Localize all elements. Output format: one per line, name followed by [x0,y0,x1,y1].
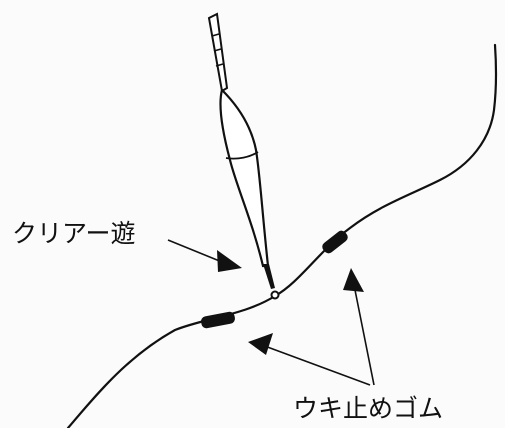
label-float-stopper-rubber: ウキ止めゴム [293,394,444,423]
float [207,12,275,289]
float-stem [263,264,275,289]
pointer-clear-yu [167,239,242,272]
float-antenna [207,12,229,93]
float-waist-line [225,151,259,160]
float-stopper-rubber-upper [322,230,348,254]
swivel-ring [270,290,280,300]
pointer-stopper-upper [343,268,375,386]
pointer-stopper-lower [248,333,371,386]
label-clear-yu: クリアー遊 [12,219,136,248]
float-stopper-rubber-lower [201,311,235,329]
float-body [219,87,270,268]
